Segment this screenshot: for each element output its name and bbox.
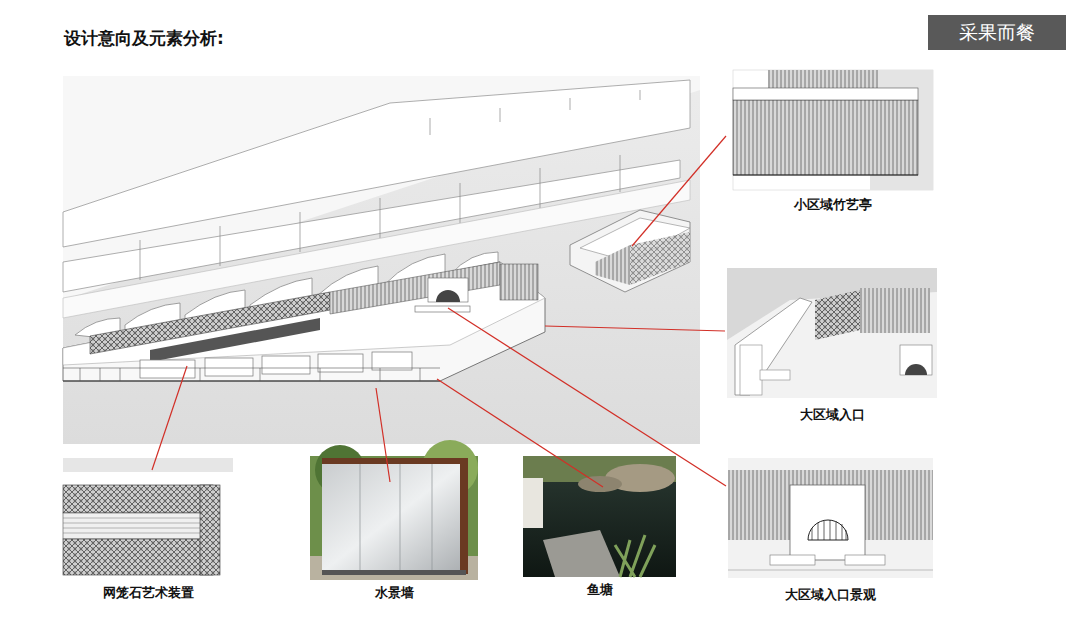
site-model [63, 76, 700, 444]
fish-pond-photo [523, 456, 676, 577]
thumbnail-panel: 大区域入口景观 [728, 458, 933, 604]
tag-text: 采果而餐 [959, 20, 1035, 46]
caption: 鱼塘 [523, 581, 676, 599]
section-tag: 采果而餐 [928, 15, 1066, 50]
thumbnail-panel: 大区域入口 [727, 268, 937, 424]
thumbnail-panel: 小区域竹艺亭 [733, 70, 933, 214]
slide-title: 设计意向及元素分析: [64, 27, 224, 50]
caption: 水景墙 [310, 584, 478, 602]
gabion-render [63, 458, 233, 578]
caption: 大区域入口景观 [728, 586, 933, 604]
thumbnail-panel: 网笼石艺术装置 [63, 458, 233, 602]
caption: 大区域入口 [727, 406, 937, 424]
caption: 网笼石艺术装置 [63, 584, 233, 602]
pavilion-render [733, 70, 933, 190]
thumbnail-panel: 水景墙 [310, 456, 478, 602]
leader-line [152, 136, 726, 487]
caption: 小区域竹艺亭 [733, 196, 933, 214]
thumbnail-panel: 鱼塘 [523, 456, 676, 599]
entrance-render [727, 268, 937, 398]
water-wall-photo [310, 440, 478, 580]
entrance-feature-render [728, 458, 933, 578]
